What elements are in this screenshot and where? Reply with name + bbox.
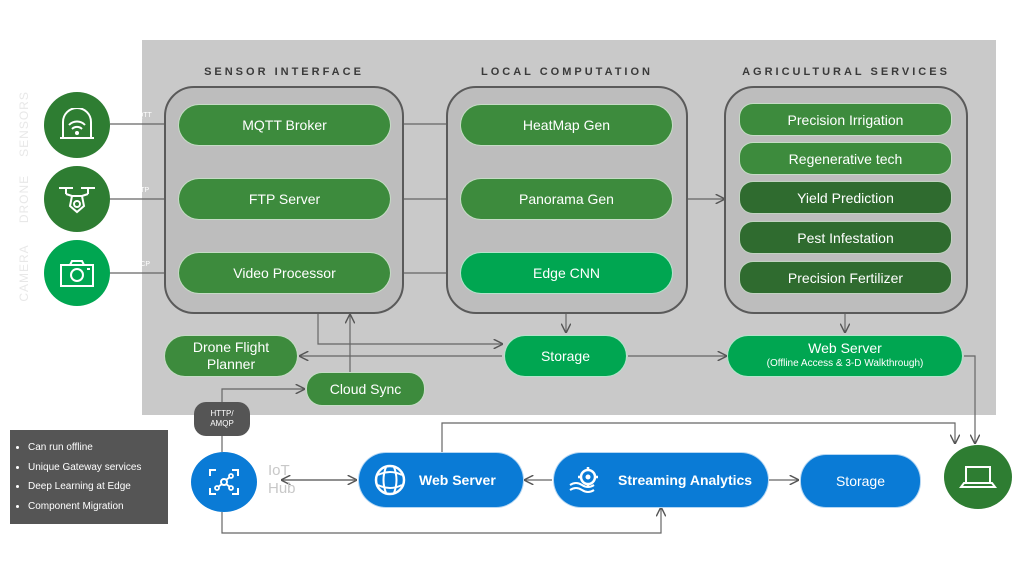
web-server-node[interactable]: Web Server (Offline Access & 3-D Walkthr… bbox=[727, 335, 963, 377]
precision-fertilizer-node[interactable]: Precision Fertilizer bbox=[739, 261, 952, 294]
feature-item: Deep Learning at Edge bbox=[28, 477, 160, 497]
globe-icon bbox=[374, 464, 406, 496]
http-amqp-box: HTTP/ AMQP bbox=[194, 402, 250, 436]
camera-device[interactable] bbox=[44, 240, 110, 306]
cloud-web-server-label: Web Server bbox=[419, 472, 496, 488]
iot-hub-label-line2: Hub bbox=[268, 480, 296, 497]
video-processor-node[interactable]: Video Processor bbox=[178, 252, 391, 294]
streaming-analytics-icon bbox=[569, 467, 598, 493]
tcp-protocol-label: TCP bbox=[136, 261, 150, 268]
wifi-sensor-icon bbox=[60, 108, 94, 139]
drone-flight-planner-line2: Planner bbox=[206, 356, 256, 372]
regenerative-tech-node[interactable]: Regenerative tech bbox=[739, 142, 952, 175]
storage-node[interactable]: Storage bbox=[504, 335, 627, 377]
features-list: Can run offline Unique Gateway services … bbox=[18, 438, 160, 516]
sensors-label: SENSORS bbox=[17, 91, 31, 157]
yield-prediction-node[interactable]: Yield Prediction bbox=[739, 181, 952, 214]
laptop-icon bbox=[959, 466, 997, 488]
drone-flight-planner-line1: Drone Flight bbox=[192, 339, 270, 355]
camera-label: CAMERA bbox=[17, 244, 31, 302]
feature-item: Unique Gateway services bbox=[28, 458, 160, 478]
edge-cnn-node[interactable]: Edge CNN bbox=[460, 252, 673, 294]
camera-icon bbox=[60, 260, 94, 287]
mqtt-broker-node[interactable]: MQTT Broker bbox=[178, 104, 391, 146]
web-server-title: Web Server bbox=[808, 340, 882, 356]
local-computation-title: LOCAL COMPUTATION bbox=[481, 66, 653, 78]
drone-device[interactable] bbox=[44, 166, 110, 232]
iot-hub-label-line1: IoT bbox=[268, 462, 290, 479]
drone-icon bbox=[59, 187, 95, 214]
sensor-interface-title: SENSOR INTERFACE bbox=[204, 66, 364, 78]
iot-hub-node[interactable] bbox=[191, 452, 257, 512]
streaming-analytics-node[interactable]: Streaming Analytics bbox=[553, 452, 769, 508]
http-label: HTTP/ bbox=[210, 409, 234, 418]
agricultural-services-title: AGRICULTURAL SERVICES bbox=[742, 66, 950, 78]
sensors-device[interactable] bbox=[44, 92, 110, 158]
drone-flight-planner-node[interactable]: Drone Flight Planner bbox=[164, 335, 298, 377]
pest-infestation-node[interactable]: Pest Infestation bbox=[739, 221, 952, 254]
panorama-gen-node[interactable]: Panorama Gen bbox=[460, 178, 673, 220]
cloud-web-server-node[interactable]: Web Server bbox=[358, 452, 524, 508]
precision-irrigation-node[interactable]: Precision Irrigation bbox=[739, 103, 952, 136]
ftp-server-node[interactable]: FTP Server bbox=[178, 178, 391, 220]
iot-hub-label: IoT Hub bbox=[268, 462, 296, 498]
heatmap-gen-node[interactable]: HeatMap Gen bbox=[460, 104, 673, 146]
feature-item: Component Migration bbox=[28, 497, 160, 517]
amqp-label: AMQP bbox=[210, 419, 234, 428]
laptop-device[interactable] bbox=[944, 445, 1012, 509]
feature-item: Can run offline bbox=[28, 438, 160, 458]
cloud-storage-node[interactable]: Storage bbox=[800, 454, 921, 508]
mqtt-protocol-label: MQTT bbox=[132, 112, 152, 119]
features-box: Can run offline Unique Gateway services … bbox=[10, 430, 168, 524]
cloud-sync-node[interactable]: Cloud Sync bbox=[306, 372, 425, 406]
streaming-analytics-label: Streaming Analytics bbox=[618, 472, 753, 488]
ftp-protocol-label: FTP bbox=[136, 187, 150, 194]
web-server-subtitle: (Offline Access & 3-D Walkthrough) bbox=[766, 358, 924, 369]
drone-label: DRONE bbox=[17, 174, 31, 224]
iot-hub-icon bbox=[209, 469, 239, 495]
